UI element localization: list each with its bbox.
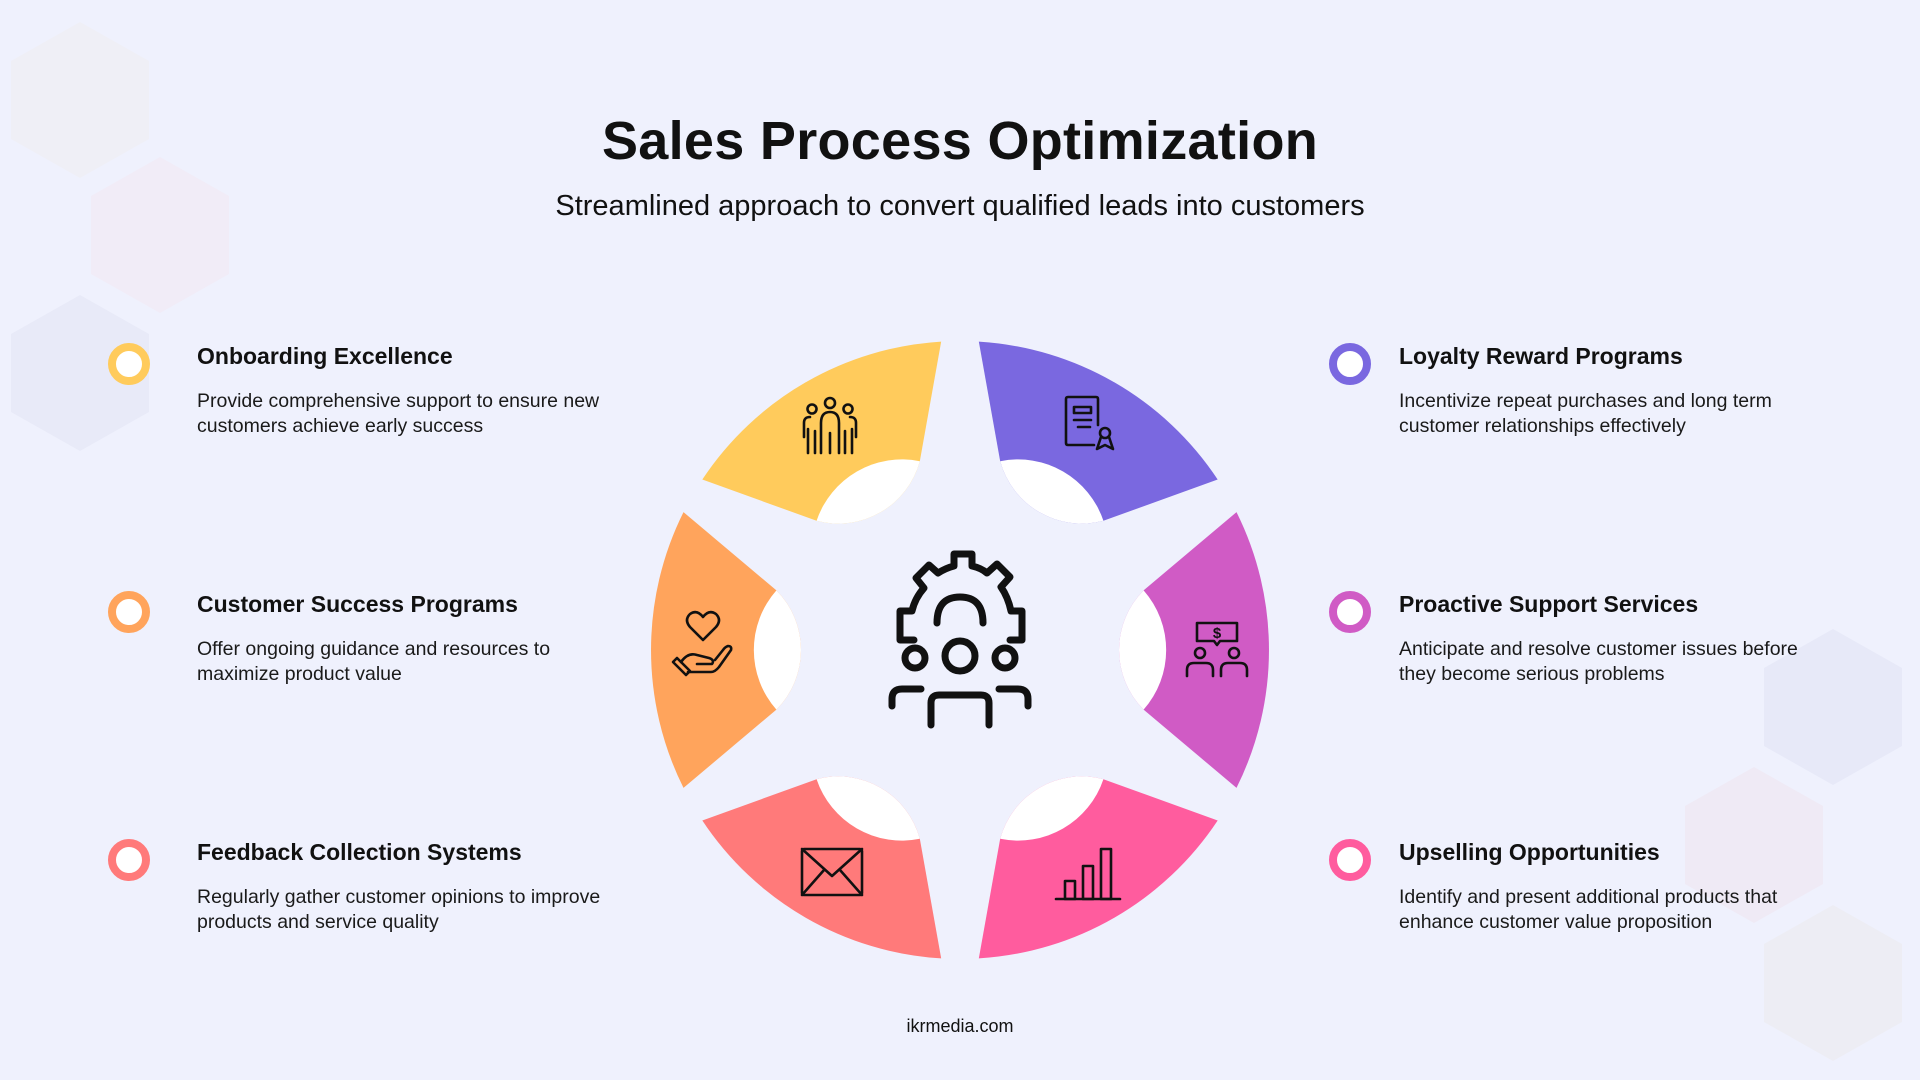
ring-marker-icon xyxy=(108,343,150,385)
segment-shape xyxy=(702,776,942,959)
decorative-hexagon xyxy=(1764,629,1902,785)
segment-inner-cutout xyxy=(1000,776,1104,841)
item-description: Provide comprehensive support to ensure … xyxy=(197,390,600,437)
ring-marker-icon xyxy=(1329,839,1371,881)
item-title: Feedback Collection Systems xyxy=(197,839,522,865)
gear-people-icon xyxy=(888,550,1032,729)
segment-shape xyxy=(651,512,801,788)
segment-inner-cutout xyxy=(1000,459,1104,524)
envelope-icon xyxy=(800,847,864,897)
ring-marker-icon xyxy=(108,839,150,881)
page-title: Sales Process Optimization xyxy=(601,111,1319,171)
item-title: Loyalty Reward Programs xyxy=(1399,343,1683,369)
segment-inner-cutout xyxy=(1119,590,1167,710)
team-icon xyxy=(802,396,858,455)
segment-shape xyxy=(702,341,942,524)
item-description: Anticipate and resolve customer issues b… xyxy=(1399,638,1798,685)
wheel-segment-feedback-collection-systems xyxy=(702,776,942,959)
wheel-segment-upselling-opportunities xyxy=(978,776,1218,959)
item-title: Upselling Opportunities xyxy=(1399,839,1660,865)
decorative-hexagon xyxy=(91,157,229,313)
item-description: Incentivize repeat purchases and long te… xyxy=(1399,390,1772,437)
wheel-segment-customer-success-programs xyxy=(651,512,801,788)
item-description: Identify and present additional products… xyxy=(1399,886,1778,933)
item-title: Onboarding Excellence xyxy=(197,343,453,369)
footer-website: ikrmedia.com xyxy=(906,1016,1014,1036)
wheel-segment-onboarding-excellence xyxy=(702,341,942,524)
process-wheel-diagram: $ xyxy=(651,341,1269,959)
segment-shape xyxy=(978,776,1218,959)
ring-marker-icon xyxy=(108,591,150,633)
heart-hand-icon xyxy=(671,610,733,677)
support-dollar-icon: $ xyxy=(1185,621,1249,678)
ring-marker-icon xyxy=(1329,591,1371,633)
certificate-icon xyxy=(1064,395,1115,451)
ring-marker-icon xyxy=(1329,343,1371,385)
item-title: Customer Success Programs xyxy=(197,591,518,617)
decorative-hexagon xyxy=(1764,905,1902,1061)
item-description: Regularly gather customer opinions to im… xyxy=(197,886,601,933)
item-description: Offer ongoing guidance and resources to … xyxy=(197,638,551,685)
segment-inner-cutout xyxy=(816,776,920,841)
segment-shape xyxy=(978,341,1218,524)
page-subtitle: Streamlined approach to convert qualifie… xyxy=(555,190,1365,222)
segment-shape xyxy=(1119,512,1269,788)
decorative-hexagon xyxy=(11,22,149,178)
segment-inner-cutout xyxy=(816,459,920,524)
segment-inner-cutout xyxy=(753,590,801,710)
bar-chart-icon xyxy=(1054,847,1122,901)
decorative-hexagon xyxy=(1685,767,1823,923)
item-title: Proactive Support Services xyxy=(1399,591,1699,617)
svg-text:$: $ xyxy=(1213,625,1222,642)
wheel-segment-proactive-support-services xyxy=(1119,512,1269,788)
wheel-segment-loyalty-reward-programs xyxy=(978,341,1218,524)
